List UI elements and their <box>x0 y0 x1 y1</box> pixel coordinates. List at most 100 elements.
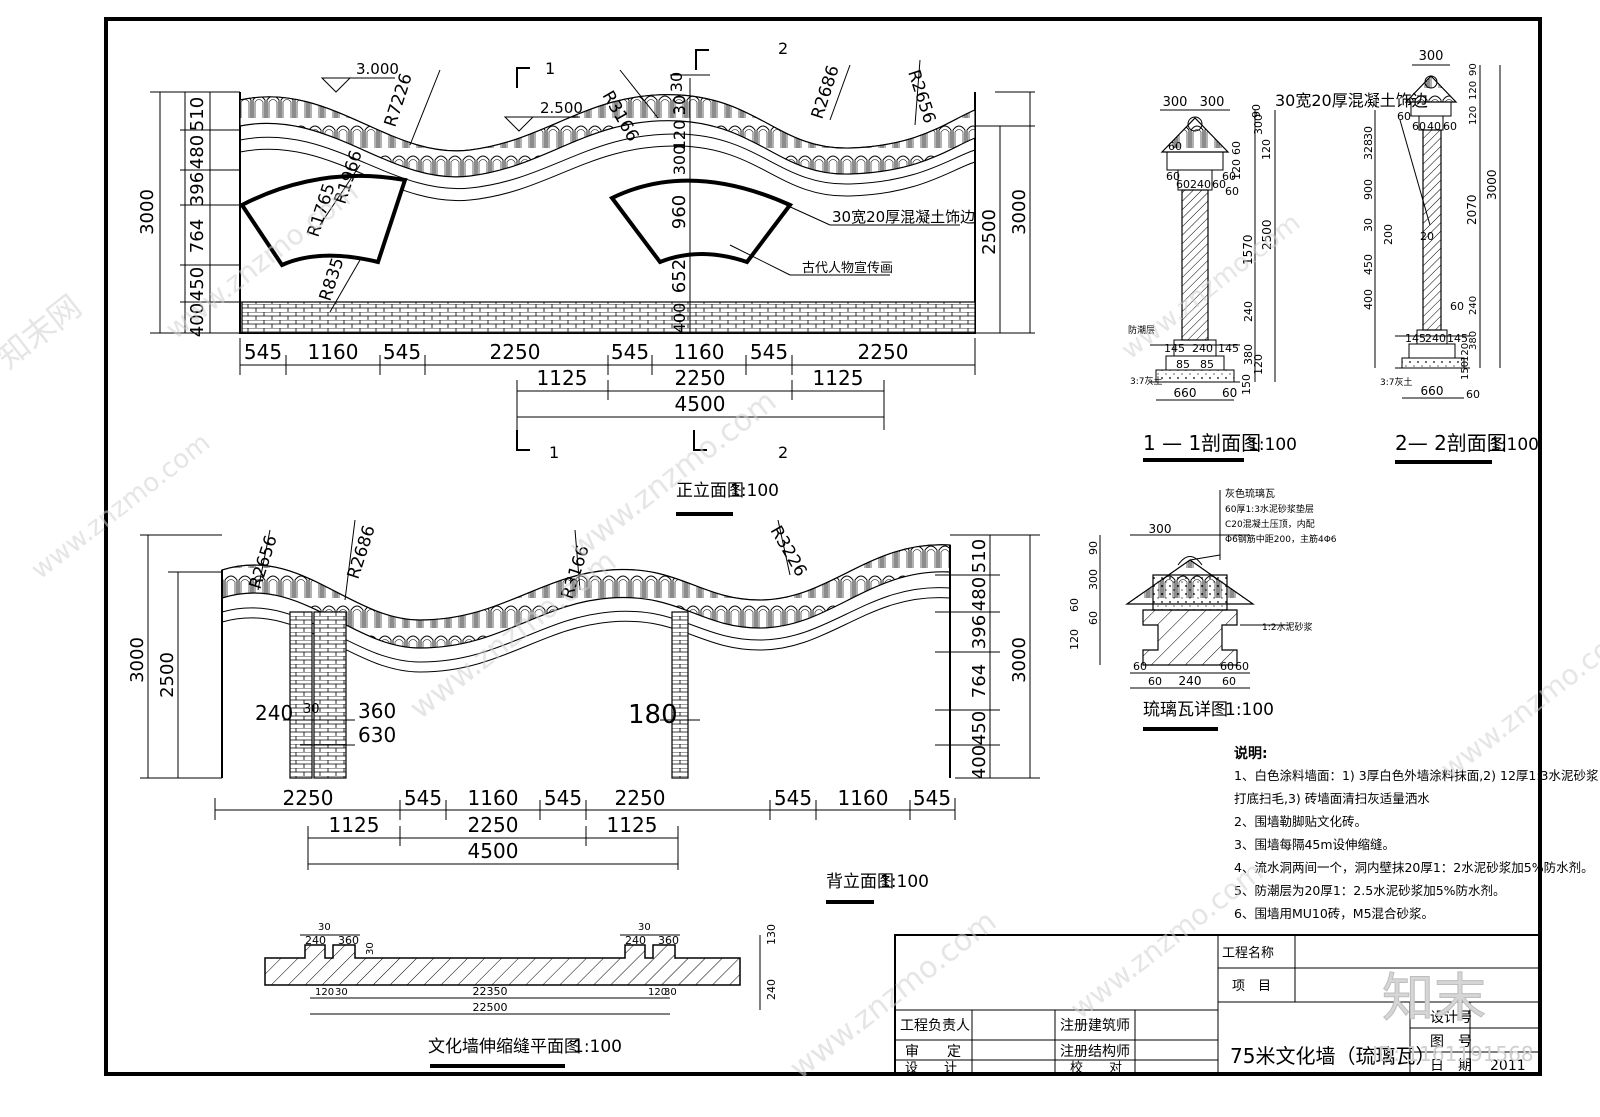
s22-right-6: 240 <box>1468 296 1479 315</box>
front-bottom-dim-8: 2250 <box>858 340 909 364</box>
joint-label-7: 360 <box>658 934 679 947</box>
back-bottom-row3: 4500 <box>468 839 519 863</box>
tile-note-4: Φ6钢筋中距200，主筋4Φ6 <box>1225 533 1337 545</box>
back-right-dim-2: 480 <box>969 577 990 611</box>
front-elevation-title: 正立面图 <box>676 481 744 501</box>
tb-project-lead: 工程负责人 <box>900 1018 970 1034</box>
s22-right-2: 120 <box>1468 81 1479 100</box>
s22-left-6: 450 <box>1362 254 1375 275</box>
s11-top-2: 300 <box>1200 95 1225 110</box>
s11-label-11: 85 <box>1176 358 1190 371</box>
front-bottom-dim-3: 545 <box>383 340 421 364</box>
watermark-site-cn: 知末网 <box>0 287 89 376</box>
s22-left-4: 30 <box>1362 218 1375 232</box>
front-left-dim-6: 400 <box>187 303 208 337</box>
notes-line-3: 2、围墙勒脚贴文化砖。 <box>1234 814 1367 829</box>
s22-left-2: 328 <box>1362 139 1375 160</box>
s22-label-3: 40 <box>1427 120 1441 133</box>
s11-label-2: 60 <box>1166 170 1180 183</box>
watermark-brand: 知末 <box>1382 969 1486 1029</box>
front-bottom-row2-1: 1125 <box>537 366 588 390</box>
s11-top-1: 300 <box>1163 95 1188 110</box>
s11-right-8: 240 <box>1242 301 1255 322</box>
s11-right-9: 380 <box>1242 344 1255 365</box>
front-left-dim-4: 764 <box>187 219 208 253</box>
back-pier-label-5: 180 <box>628 700 678 730</box>
front-section-2-top: 2 <box>778 39 788 58</box>
s22-label-7: 240 <box>1425 332 1446 345</box>
s11-right-3: 120 <box>1260 139 1273 160</box>
s22-right-1: 90 <box>1468 63 1479 76</box>
front-left-dim-5: 450 <box>187 267 208 301</box>
s11-label-3: 60 <box>1176 178 1190 191</box>
front-bottom-dim-2: 1160 <box>308 340 359 364</box>
s11-label-13: 660 <box>1174 386 1197 400</box>
s22-label-12: 3:7灰土 <box>1380 376 1413 388</box>
front-bottom-dim-4: 2250 <box>490 340 541 364</box>
front-elev-top: 3.000 <box>356 60 399 78</box>
s11-right-2: 300 <box>1252 114 1265 135</box>
front-mid-dim-6: 400 <box>670 303 689 334</box>
front-note-trim: 30宽20厚混凝土饰边 <box>832 208 975 226</box>
joint-plan: 30 240 360 30 30 240 360 120 30 22350 12… <box>264 922 778 1068</box>
front-radius-7: R835 <box>316 255 349 303</box>
front-right-dim-1: 2500 <box>979 209 1000 255</box>
joint-right-dim-1: 130 <box>765 924 778 945</box>
back-bottom-dim-7: 1160 <box>838 786 889 810</box>
s22-title: 2— 2剖面图 <box>1395 431 1507 455</box>
tile-dim-8: 240 <box>1179 674 1202 688</box>
front-elevation: 510 480 396 764 450 400 3000 2500 3000 3… <box>137 39 1035 516</box>
back-right-dim-3: 396 <box>969 615 990 649</box>
s22-right-9: 150 <box>1460 361 1471 380</box>
tile-dim-6: 60 <box>1087 611 1100 625</box>
front-bottom-row3: 4500 <box>675 392 726 416</box>
front-mid-dim-2: 120 <box>670 120 689 151</box>
front-radius-1: R7226 <box>381 71 417 130</box>
tile-detail: 灰色琉璃瓦 60厚1:3水泥砂浆垫层 C20混凝土压顶，内配 Φ6钢筋中距200… <box>1068 487 1337 731</box>
back-radius-2: R2686 <box>344 523 380 582</box>
s11-right-10: 120 <box>1252 354 1265 375</box>
s11-right-1: 90 <box>1250 104 1263 118</box>
back-pier-label-3: 360 <box>358 699 396 723</box>
back-left-dim-2: 2500 <box>157 652 178 698</box>
front-section-2-bottom: 2 <box>778 443 788 462</box>
tb-drawing-no: 图 号 <box>1430 1034 1472 1050</box>
s11-note-1: 防潮层 <box>1128 324 1155 336</box>
s11-right-7: 1570 <box>1241 234 1255 265</box>
joint-dim-2: 30 <box>335 987 348 998</box>
tile-dim-1: 300 <box>1149 522 1172 536</box>
back-elevation-scale: 1:100 <box>880 872 929 892</box>
s11-label-14: 60 <box>1222 386 1237 400</box>
s22-top: 300 <box>1419 49 1444 64</box>
back-pier-label-2: 30 <box>303 702 320 717</box>
joint-label-2: 240 <box>305 934 326 947</box>
tb-date: 日 期 <box>1430 1058 1472 1074</box>
s22-right-7: 380 <box>1468 331 1479 350</box>
front-section-1-bottom: 1 <box>549 443 559 462</box>
front-mid-dim-4: 960 <box>669 195 690 229</box>
front-elev-mid: 2.500 <box>540 99 583 117</box>
tile-note-5: 1:2水泥砂浆 <box>1262 621 1313 633</box>
tile-detail-title: 琉璃瓦详图 <box>1143 700 1228 720</box>
joint-right-dim-2: 240 <box>765 979 778 1000</box>
tb-project-name: 工程名称 <box>1222 945 1274 961</box>
front-left-dim-1: 510 <box>187 97 208 131</box>
general-notes: 说明: 1、白色涂料墙面：1) 3厚白色外墙涂料抹面,2) 12厚1:3水泥砂浆… <box>1234 745 1599 921</box>
s11-label-1: 60 <box>1168 140 1182 153</box>
joint-dim-1: 120 <box>315 987 334 998</box>
front-bottom-dim-7: 545 <box>750 340 788 364</box>
back-right-dim-4: 764 <box>969 664 990 698</box>
s11-label-12: 85 <box>1200 358 1214 371</box>
front-radius-4: R2656 <box>903 67 939 126</box>
s11-scale: 1:100 <box>1248 435 1297 455</box>
back-bottom-dim-6: 545 <box>774 786 812 810</box>
s22-label-5: 20 <box>1420 230 1434 243</box>
s22-left-7: 400 <box>1362 289 1375 310</box>
front-left-total: 3000 <box>137 189 158 235</box>
notes-line-2: 打底扫毛,3) 砖墙面清扫灰适量洒水 <box>1234 791 1430 806</box>
s11-right-6: 2500 <box>1260 219 1274 250</box>
back-bottom-row2-1: 1125 <box>329 813 380 837</box>
tile-dim-4: 60 <box>1068 598 1081 612</box>
back-bottom-dim-3: 1160 <box>468 786 519 810</box>
s22-right-5: 3000 <box>1485 169 1499 200</box>
